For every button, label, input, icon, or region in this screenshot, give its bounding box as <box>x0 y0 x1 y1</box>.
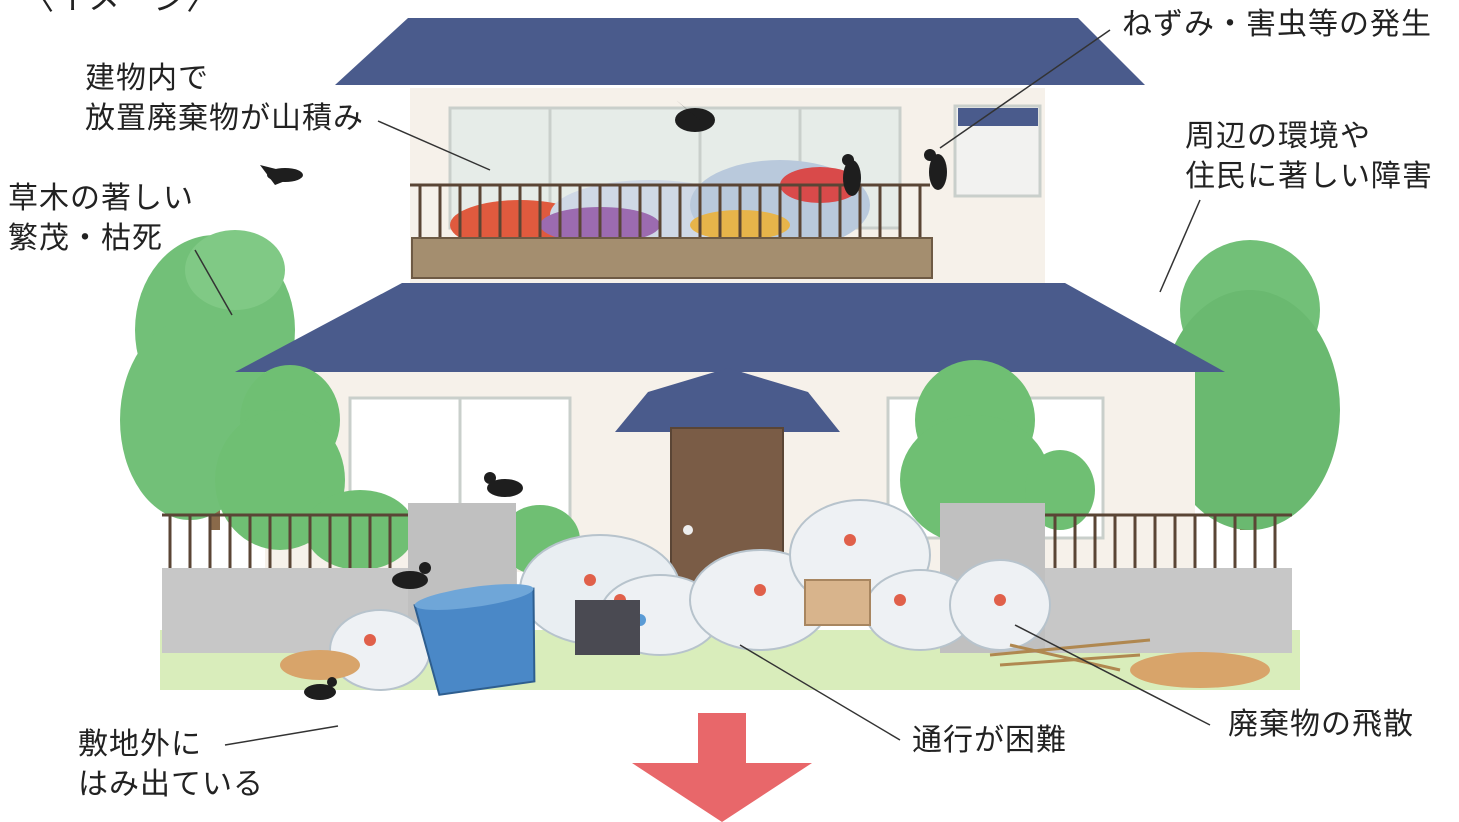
label-vegetation-line2: 繁茂・枯死 <box>8 221 163 256</box>
label-waste-inside-line2: 放置廃棄物が山積み <box>85 101 364 136</box>
cardboard-box <box>804 579 871 626</box>
shrubs <box>305 490 580 575</box>
lower-roof <box>235 283 1225 372</box>
tree-right-back <box>1160 240 1340 530</box>
dry-leaves-right <box>1130 652 1270 688</box>
upper-roof <box>335 18 1145 85</box>
label-vegetation-line1: 草木の著しい <box>8 181 194 216</box>
crow-icon <box>392 562 431 589</box>
sticks <box>989 638 1151 672</box>
down-arrow-icon <box>632 713 812 822</box>
blue-bucket <box>413 584 536 696</box>
dry-leaves-left <box>280 650 360 680</box>
label-nuisance-line2: 住民に著しい障害 <box>1185 159 1433 194</box>
label-waste-inside-line1: 建物内で <box>85 61 209 96</box>
label-overflow-line1: 敷地外に <box>78 727 202 762</box>
partial-title: 〈イメージ〉 <box>22 0 219 17</box>
label-nuisance-line1: 周辺の環境や <box>1185 119 1371 154</box>
crow-icon <box>924 149 947 190</box>
stacked-books <box>575 600 640 655</box>
label-scatter: 廃棄物の飛散 <box>1228 707 1414 742</box>
crow-icon <box>260 165 303 185</box>
crow-icon <box>484 472 523 497</box>
label-overflow-line2: はみ出ている <box>78 767 264 802</box>
balcony-railing <box>410 183 930 238</box>
entrance-roof <box>615 368 840 432</box>
label-passage: 通行が困難 <box>912 723 1067 758</box>
crow-icon <box>842 154 861 196</box>
fence-railing <box>162 513 1292 568</box>
garbage-bags <box>329 499 1051 691</box>
balcony-panel <box>411 237 933 279</box>
leader-lines <box>194 29 1211 746</box>
label-pests: ねずみ・害虫等の発生 <box>1122 7 1432 42</box>
crow-icon <box>304 677 337 700</box>
crow-icon <box>675 100 715 132</box>
